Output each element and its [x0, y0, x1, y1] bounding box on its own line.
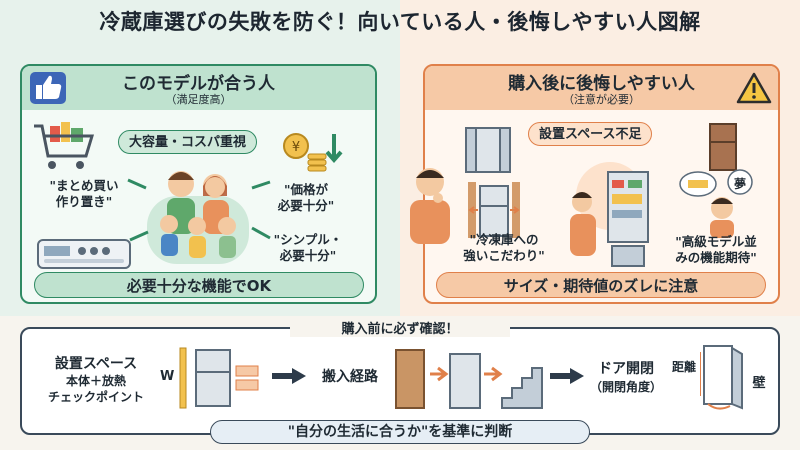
checklist-title: 購入前に必ず確認！ — [290, 318, 510, 337]
good-fit-header: このモデルが合う人 （満足度高） — [22, 66, 375, 110]
thumbs-up-icon — [30, 72, 66, 104]
thinking-person-icon — [410, 168, 450, 244]
check-install-space-sub1: 本体＋放熱 — [65, 374, 126, 388]
quote-price: "価格が 必要十分" — [277, 182, 335, 213]
check-install-space-sub2: チェックポイント — [47, 390, 144, 404]
connection-arrows — [127, 178, 271, 242]
check-door-opening: ドア開閉 — [598, 361, 654, 377]
shopping-cart-icon — [34, 122, 95, 169]
regret-tag: 設置スペース不足 — [528, 122, 653, 146]
quote-high-end: "高級モデル並 みの機能期待" — [675, 234, 757, 265]
compact-fridge-icon — [709, 123, 737, 171]
delivery-route-icon — [395, 349, 543, 409]
regret-header: 購入後に後悔しやすい人 （注意が必要） — [425, 66, 778, 110]
quote-simple: "シンプル・ 必要十分" — [273, 232, 343, 263]
narrow-space-icon — [468, 182, 520, 238]
wall-label: 壁 — [752, 376, 766, 391]
door-clearance-icon — [700, 345, 743, 410]
good-fit-tag: 大容量・コスパ重視 — [118, 130, 258, 154]
regret-title: 購入後に後悔しやすい人 — [508, 74, 695, 94]
quote-freezer: "冷凍庫への 強いこだわり" — [463, 232, 545, 263]
regret-conclusion: サイズ・期待値のズレに注意 — [436, 272, 766, 298]
good-fit-title: このモデルが合う人 — [122, 74, 275, 94]
person-fridge-icon — [570, 162, 649, 267]
check-install-space: 設置スペース — [54, 356, 138, 372]
quote-bulk-buying: "まとめ買い 作り置き" — [49, 178, 119, 209]
coins-price-icon: ¥ — [283, 133, 343, 172]
arrow-1-shaft — [272, 373, 294, 379]
regret-subtitle: （注意が必要） — [563, 93, 640, 106]
control-panel-icon — [37, 239, 131, 269]
arrow-2-shaft — [550, 373, 572, 379]
check-delivery-route: 搬入経路 — [322, 369, 378, 385]
decision-footer: "自分の生活に合うか"を基準に判断 — [210, 420, 590, 444]
svg-text:¥: ¥ — [292, 140, 300, 155]
width-label: W — [160, 369, 175, 384]
fridge-open-icon — [465, 127, 511, 173]
check-door-opening-sub: （開閉角度） — [589, 380, 662, 394]
dreaming-person-icon — [679, 169, 753, 238]
arrow-2-head — [570, 368, 584, 384]
distance-label: 距離 — [671, 360, 696, 374]
good-fit-conclusion: 必要十分な機能でOK — [34, 272, 364, 298]
dream-bubble-text: 夢 — [733, 177, 746, 191]
page-title: 冷蔵庫選びの失敗を防ぐ！向いている人・後悔しやすい人図解 — [99, 10, 701, 34]
measure-fridge-icon — [179, 347, 259, 409]
good-fit-subtitle: （満足度高） — [165, 93, 232, 106]
warning-icon — [736, 72, 772, 104]
family-illustration — [147, 171, 249, 264]
arrow-1-head — [292, 368, 306, 384]
